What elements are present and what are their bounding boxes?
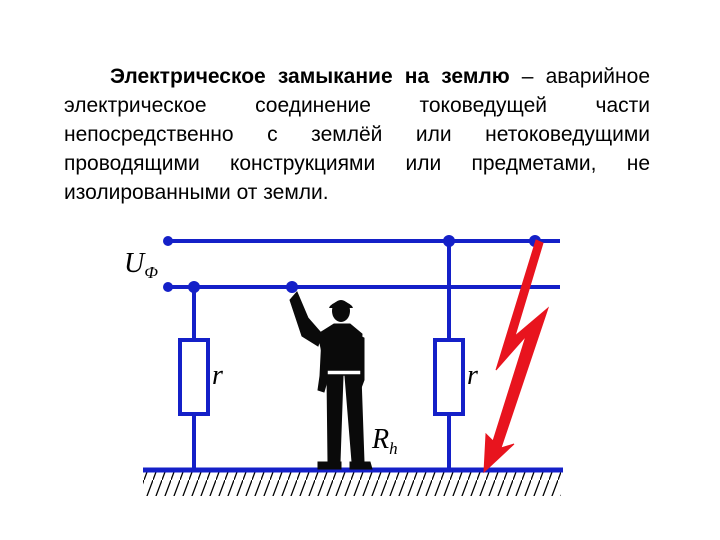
human-resistance-sub: h bbox=[389, 439, 398, 458]
person-figure bbox=[289, 291, 373, 470]
resistor-right bbox=[433, 338, 465, 416]
ground-hatching bbox=[143, 472, 561, 496]
terminal-dot-bottom bbox=[163, 282, 173, 292]
definition-text-block: Электрическое замыкание на землю – авари… bbox=[64, 62, 650, 207]
definition-paragraph: Электрическое замыкание на землю – авари… bbox=[64, 62, 650, 207]
definition-term: Электрическое замыкание на землю bbox=[110, 65, 510, 88]
phase-voltage-main: U bbox=[124, 248, 146, 279]
human-resistance-label: Rh bbox=[371, 424, 398, 458]
terminal-dot-top bbox=[163, 236, 173, 246]
resistor-right-label: r bbox=[467, 360, 478, 391]
phase-voltage-label: UФ bbox=[124, 248, 158, 282]
junction-dot-right bbox=[443, 235, 455, 247]
phase-voltage-sub: Ф bbox=[144, 263, 158, 282]
definition-body: – аварийное электрическое соединение ток… bbox=[64, 65, 650, 204]
resistor-left bbox=[178, 338, 210, 416]
resistor-left-label: r bbox=[212, 360, 223, 391]
fault-lightning-bolt bbox=[483, 239, 550, 474]
human-resistance-main: R bbox=[371, 424, 389, 455]
junction-dot-left bbox=[188, 281, 200, 293]
contact-dot-person bbox=[286, 281, 298, 293]
